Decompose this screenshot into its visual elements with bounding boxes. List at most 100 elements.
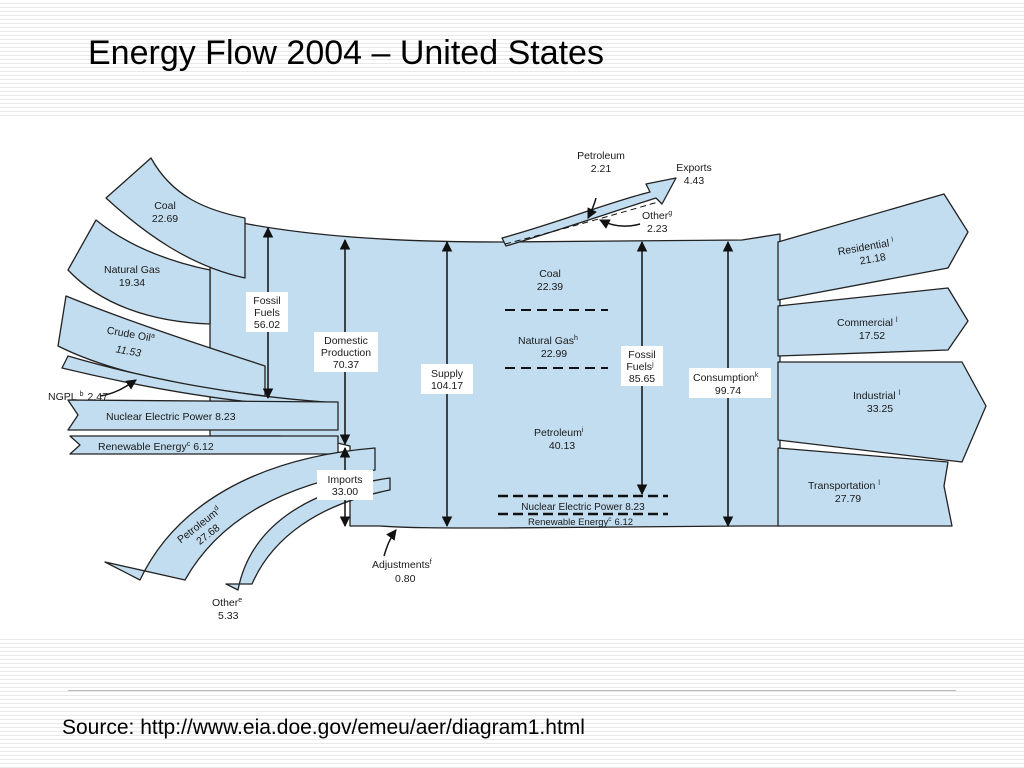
energy-flow-diagram: Coal 22.69 Natural Gas 19.34 Crude Oila …: [0, 118, 1024, 636]
fossil-fuels-left-box: [246, 292, 288, 332]
label-coal-name: Coal: [154, 200, 176, 212]
label-natural-gas-name: Natural Gas: [104, 264, 160, 276]
label-fossil-right-value: 85.65: [629, 373, 655, 385]
label-natural-gas-mid-value: 22.99: [541, 348, 567, 360]
label-fossil-right-line1: Fossil: [628, 349, 655, 361]
footer-divider: [68, 690, 956, 691]
slide-title: Energy Flow 2004 – United States: [88, 34, 604, 72]
label-adjustments-name: Adjustments: [372, 559, 430, 571]
label-other-imp-name: Other: [212, 597, 239, 609]
label-coal-mid-value: 22.39: [537, 281, 563, 293]
label-fossil-left-value: 56.02: [254, 319, 280, 331]
label-renewable-mid-value: 6.12: [615, 517, 634, 528]
label-other-exp-sup: g: [668, 210, 672, 217]
label-natural-gas-value: 19.34: [119, 277, 145, 289]
label-consumption-value: 99.74: [715, 385, 741, 397]
energy-flow-svg: Coal 22.69 Natural Gas 19.34 Crude Oila …: [48, 150, 987, 622]
label-petroleum-exp-name: Petroleum: [577, 150, 625, 162]
label-exports-value: 4.43: [684, 175, 705, 187]
label-nuclear-inflow: Nuclear Electric Power 8.23: [106, 411, 236, 423]
label-ngpl-name: NGPL: [48, 391, 77, 403]
label-fossil-right-line2-text: Fuels: [626, 361, 652, 373]
label-fossil-right-line2: Fuelsj: [626, 361, 654, 373]
label-other-exp-value: 2.23: [647, 223, 668, 235]
label-petroleum-mid: Petroleumi: [534, 427, 584, 439]
label-fossil-left-line1: Fossil: [253, 295, 280, 307]
label-domestic-line1: Domestic: [324, 335, 368, 347]
label-commercial-name: Commercial: [837, 317, 893, 329]
label-ngpl-sup: b: [80, 391, 84, 398]
label-other-imp-value: 5.33: [218, 610, 239, 622]
label-petroleum-exp-value: 2.21: [591, 163, 612, 175]
label-domestic-value: 70.37: [333, 359, 359, 371]
label-commercial-value: 17.52: [859, 330, 885, 342]
label-coal-mid-name: Coal: [539, 268, 561, 280]
label-commercial-sup: l: [896, 317, 898, 324]
label-other-imports: Othere: [212, 597, 242, 609]
transportation-outflow: [777, 447, 953, 527]
label-fossil-left-line2: Fuels: [254, 307, 280, 319]
label-transportation-sup: l: [878, 480, 880, 487]
label-adjustments: Adjustmentsf: [372, 559, 432, 571]
label-ngpl-value: 2.47: [88, 391, 109, 403]
nuclear-inflow: [67, 399, 339, 431]
label-renewable-mid-sup: c: [608, 516, 612, 523]
imports-box: [317, 470, 373, 500]
source-citation: Source: http://www.eia.doe.gov/emeu/aer/…: [62, 716, 585, 739]
label-nuclear-mid: Nuclear Electric Power 8.23: [521, 502, 645, 513]
label-renewable-mid-name: Renewable Energy: [528, 517, 609, 528]
ngpl-pointer-arrow: [99, 379, 137, 397]
label-crude-oil-sup: a: [150, 332, 155, 340]
supply-box: [421, 364, 473, 394]
label-residential-value: 21.18: [859, 251, 887, 267]
label-other-exp: Otherg: [642, 210, 672, 222]
commercial-outflow: [777, 287, 969, 357]
fossil-fuels-right-box: [621, 346, 663, 386]
label-industrial-value: 33.25: [867, 403, 893, 415]
label-transportation-value: 27.79: [835, 493, 861, 505]
petroleum-export-pointer: [587, 197, 597, 219]
label-petroleum-mid-sup: i: [582, 427, 584, 434]
label-imports-name: Imports: [327, 474, 362, 486]
label-renewable-in-sup: c: [187, 441, 191, 448]
label-natural-gas-mid-name: Natural Gas: [518, 335, 574, 347]
exports-split-line: [504, 201, 659, 245]
label-transportation-name: Transportation: [808, 480, 875, 492]
label-natural-gas-mid: Natural Gash: [518, 335, 578, 347]
label-coal-value: 22.69: [152, 213, 178, 225]
label-industrial-name: Industrial: [853, 390, 896, 402]
label-consumption-name: Consumption: [693, 372, 755, 384]
label-renewable-in-value: 6.12: [193, 441, 214, 453]
label-imports-value: 33.00: [332, 486, 358, 498]
label-industrial-sup: l: [899, 390, 901, 397]
renewable-inflow: [69, 435, 339, 455]
natural-gas-inflow: [67, 219, 211, 325]
label-petroleum-imp-sup: d: [213, 505, 220, 513]
label-supply-value: 104.17: [431, 380, 463, 392]
label-petroleum-mid-value: 40.13: [549, 440, 575, 452]
industrial-outflow: [777, 361, 987, 463]
label-crude-oil-value: 11.53: [115, 343, 142, 359]
label-consumption-sup: k: [755, 372, 759, 379]
label-exports-name: Exports: [676, 162, 712, 174]
residential-outflow: [777, 193, 969, 301]
label-domestic-line2: Production: [321, 347, 371, 359]
petroleum-imports-inflow: [104, 447, 376, 581]
label-natural-gas-mid-sup: h: [574, 335, 578, 342]
consumption-box: [689, 368, 771, 398]
adjustments-pointer-arrow: [383, 529, 397, 557]
label-supply-name: Supply: [431, 368, 464, 380]
label-fossil-right-sup: j: [651, 361, 654, 368]
label-residential-sup: l: [891, 236, 894, 243]
coal-inflow: [105, 157, 246, 279]
label-adjustments-value: 0.80: [395, 573, 416, 585]
other-export-pointer: [599, 219, 641, 229]
label-consumption: Consumptionk: [693, 372, 759, 384]
label-other-imp-sup: e: [238, 597, 242, 604]
